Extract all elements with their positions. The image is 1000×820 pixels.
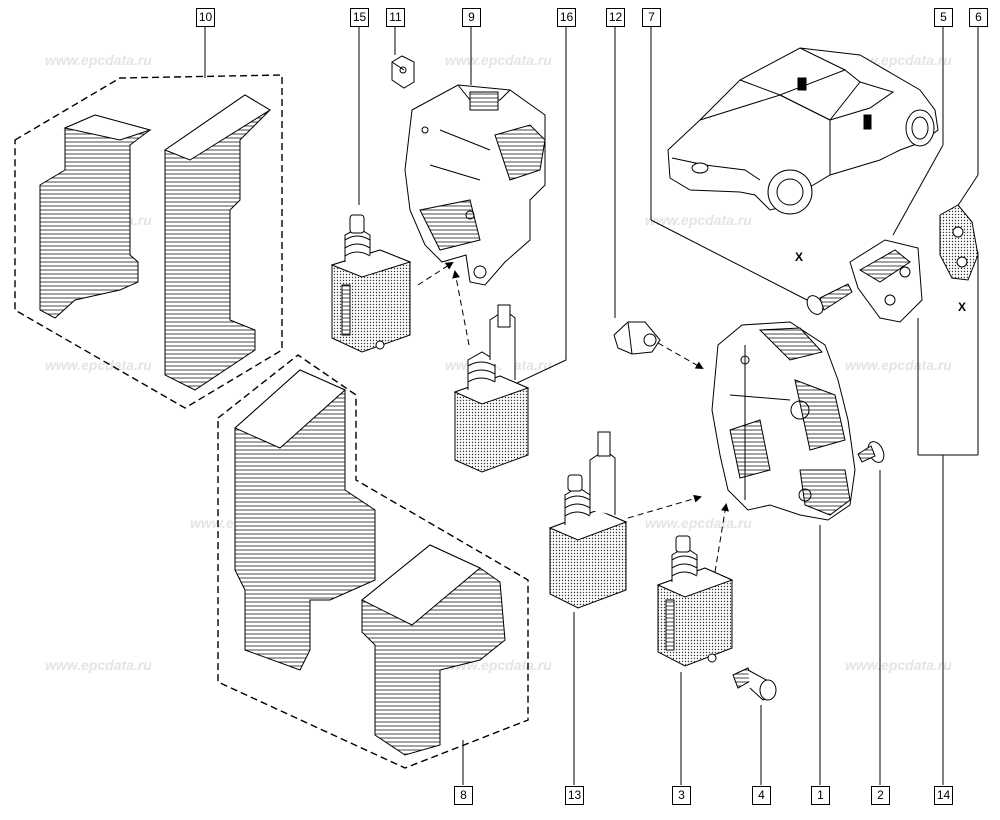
callout-3: 3 — [672, 786, 691, 805]
part-10-trim-covers — [39, 94, 271, 391]
part-11-clip — [391, 55, 415, 89]
group-10-outline — [14, 74, 283, 409]
callout-15: 15 — [350, 8, 369, 27]
callout-12: 12 — [606, 8, 625, 27]
callout-14: 14 — [934, 786, 953, 805]
part-12-connector — [613, 321, 661, 355]
watermark-text: www.epcdata.ru — [845, 357, 952, 373]
callout-10: 10 — [196, 8, 215, 27]
part-1-door-lock — [711, 321, 856, 521]
callout-8: 8 — [454, 786, 473, 805]
watermark-text: www.epcdata.ru — [45, 657, 152, 673]
part-16-actuator — [453, 304, 530, 473]
watermark-text: www.epcdata.ru — [45, 357, 152, 373]
callout-6: 6 — [969, 8, 988, 27]
callout-16: 16 — [557, 8, 576, 27]
part-5-striker — [849, 239, 923, 323]
part-4-screw — [732, 667, 777, 701]
part-2-screw — [857, 441, 885, 463]
callout-9: 9 — [462, 8, 481, 27]
callout-13: 13 — [565, 786, 584, 805]
watermark-text: www.epcdata.ru — [445, 52, 552, 68]
watermark-text: www.epcdata.ru — [645, 515, 752, 531]
part-8-trim-covers — [234, 369, 506, 756]
group-8-outline — [217, 354, 529, 769]
leader-lines — [204, 27, 979, 785]
part-6-gasket — [939, 204, 979, 281]
callout-4: 4 — [752, 786, 771, 805]
callout-11: 11 — [386, 8, 405, 27]
x-marker: X — [795, 250, 804, 264]
part-9-lock-mechanism — [404, 84, 546, 286]
callout-5: 5 — [934, 8, 953, 27]
part-7-screw — [806, 283, 853, 315]
part-3-actuator — [656, 535, 734, 667]
watermark-text: www.epcdata.ru — [645, 212, 752, 228]
part-15-actuator — [330, 214, 412, 353]
watermark-text: www.epcdata.ru — [45, 52, 152, 68]
part-13-actuator — [548, 431, 628, 609]
watermark-text: www.epcdata.ru — [845, 657, 952, 673]
x-marker: X — [958, 300, 967, 314]
callout-1: 1 — [811, 786, 830, 805]
callout-2: 2 — [871, 786, 890, 805]
car-illustration — [667, 47, 939, 215]
callout-7: 7 — [642, 8, 661, 27]
